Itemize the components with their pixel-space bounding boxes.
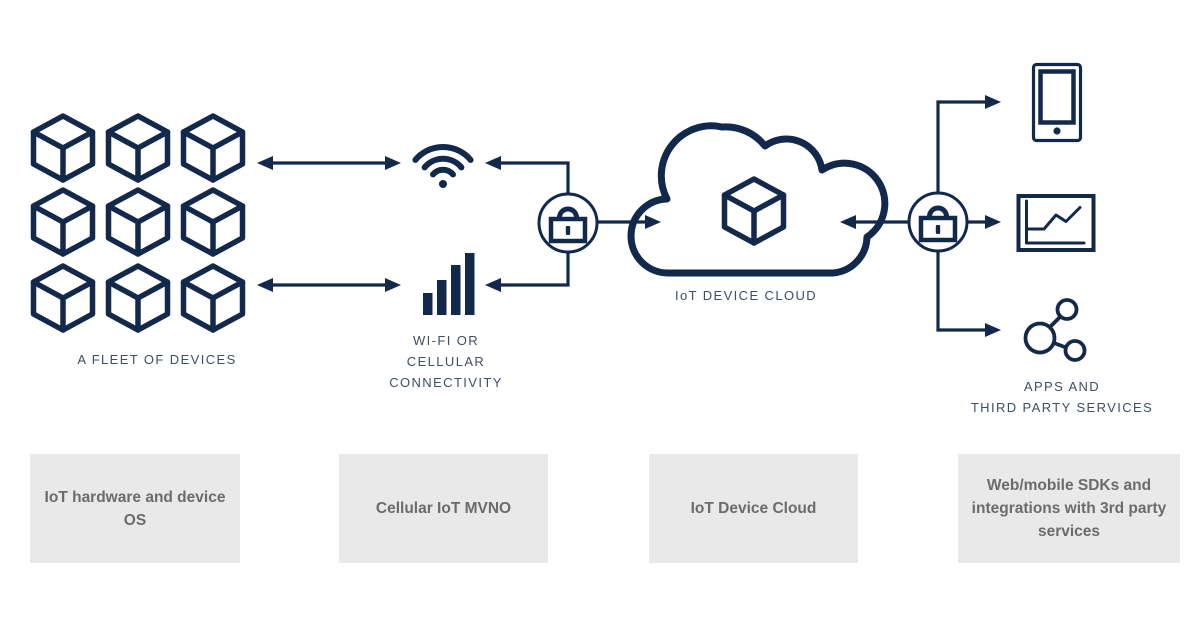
layer-box-cloud: IoT Device Cloud (649, 454, 858, 563)
layer-box-label-line: services (1037, 523, 1101, 540)
apps-label-line: THIRD PARTY SERVICES (970, 400, 1154, 415)
layer-box-mvno: Cellular IoT MVNO (339, 454, 548, 563)
cube-icon (109, 266, 168, 330)
layer-box-sdks: Web/mobile SDKs and integrations with 3r… (958, 454, 1180, 563)
smartphone-icon (1031, 62, 1083, 143)
layer-box-label-line: Web/mobile SDKs and (986, 477, 1152, 494)
arrow-lock-to-wifi (485, 156, 570, 194)
layer-box-label-line: integrations with 3rd party (971, 500, 1167, 517)
cube-icon (109, 190, 168, 254)
arrow-lock-to-share (936, 251, 1001, 337)
arrow-lock-to-phone (936, 95, 1001, 194)
cube-icon (109, 116, 168, 180)
lock-icon (539, 194, 597, 252)
layer-box-label-line: Cellular IoT MVNO (375, 500, 512, 517)
cube-icon (184, 266, 243, 330)
layer-box-label-line: OS (123, 511, 147, 529)
cube-icon (34, 266, 93, 330)
cloud-label: IoT DEVICE CLOUD (674, 288, 818, 303)
layer-box-hardware: IoT hardware and device OS (30, 454, 240, 563)
share-icon (1023, 298, 1087, 362)
cube-icon (184, 190, 243, 254)
layer-box-label-line: IoT Device Cloud (690, 500, 817, 517)
cloud-icon (627, 122, 889, 277)
connectivity-label-line: WI-FI OR (412, 333, 480, 348)
fleet-label: A FLEET OF DEVICES (77, 352, 237, 367)
arrow-lock-to-cellular (485, 252, 570, 292)
cube-icon (34, 190, 93, 254)
line-chart-icon (1016, 194, 1096, 252)
device-fleet-grid (34, 116, 243, 330)
diagram-canvas (0, 62, 1096, 362)
connectivity-label-line: CELLULAR (406, 354, 486, 369)
apps-label: APPS AND THIRD PARTY SERVICES (952, 376, 1172, 418)
connector-arrows (257, 95, 1001, 337)
cube-icon (34, 116, 93, 180)
connectivity-label: WI-FI OR CELLULAR CONNECTIVITY (346, 330, 546, 393)
wifi-icon (412, 144, 474, 188)
apps-label-line: APPS AND (1023, 379, 1101, 394)
cellular-bars-icon (423, 253, 475, 315)
layer-box-label-line: IoT hardware and device (44, 488, 226, 506)
cube-icon (184, 116, 243, 180)
lock-icon (909, 193, 967, 251)
connectivity-label-line: CONNECTIVITY (389, 375, 503, 390)
